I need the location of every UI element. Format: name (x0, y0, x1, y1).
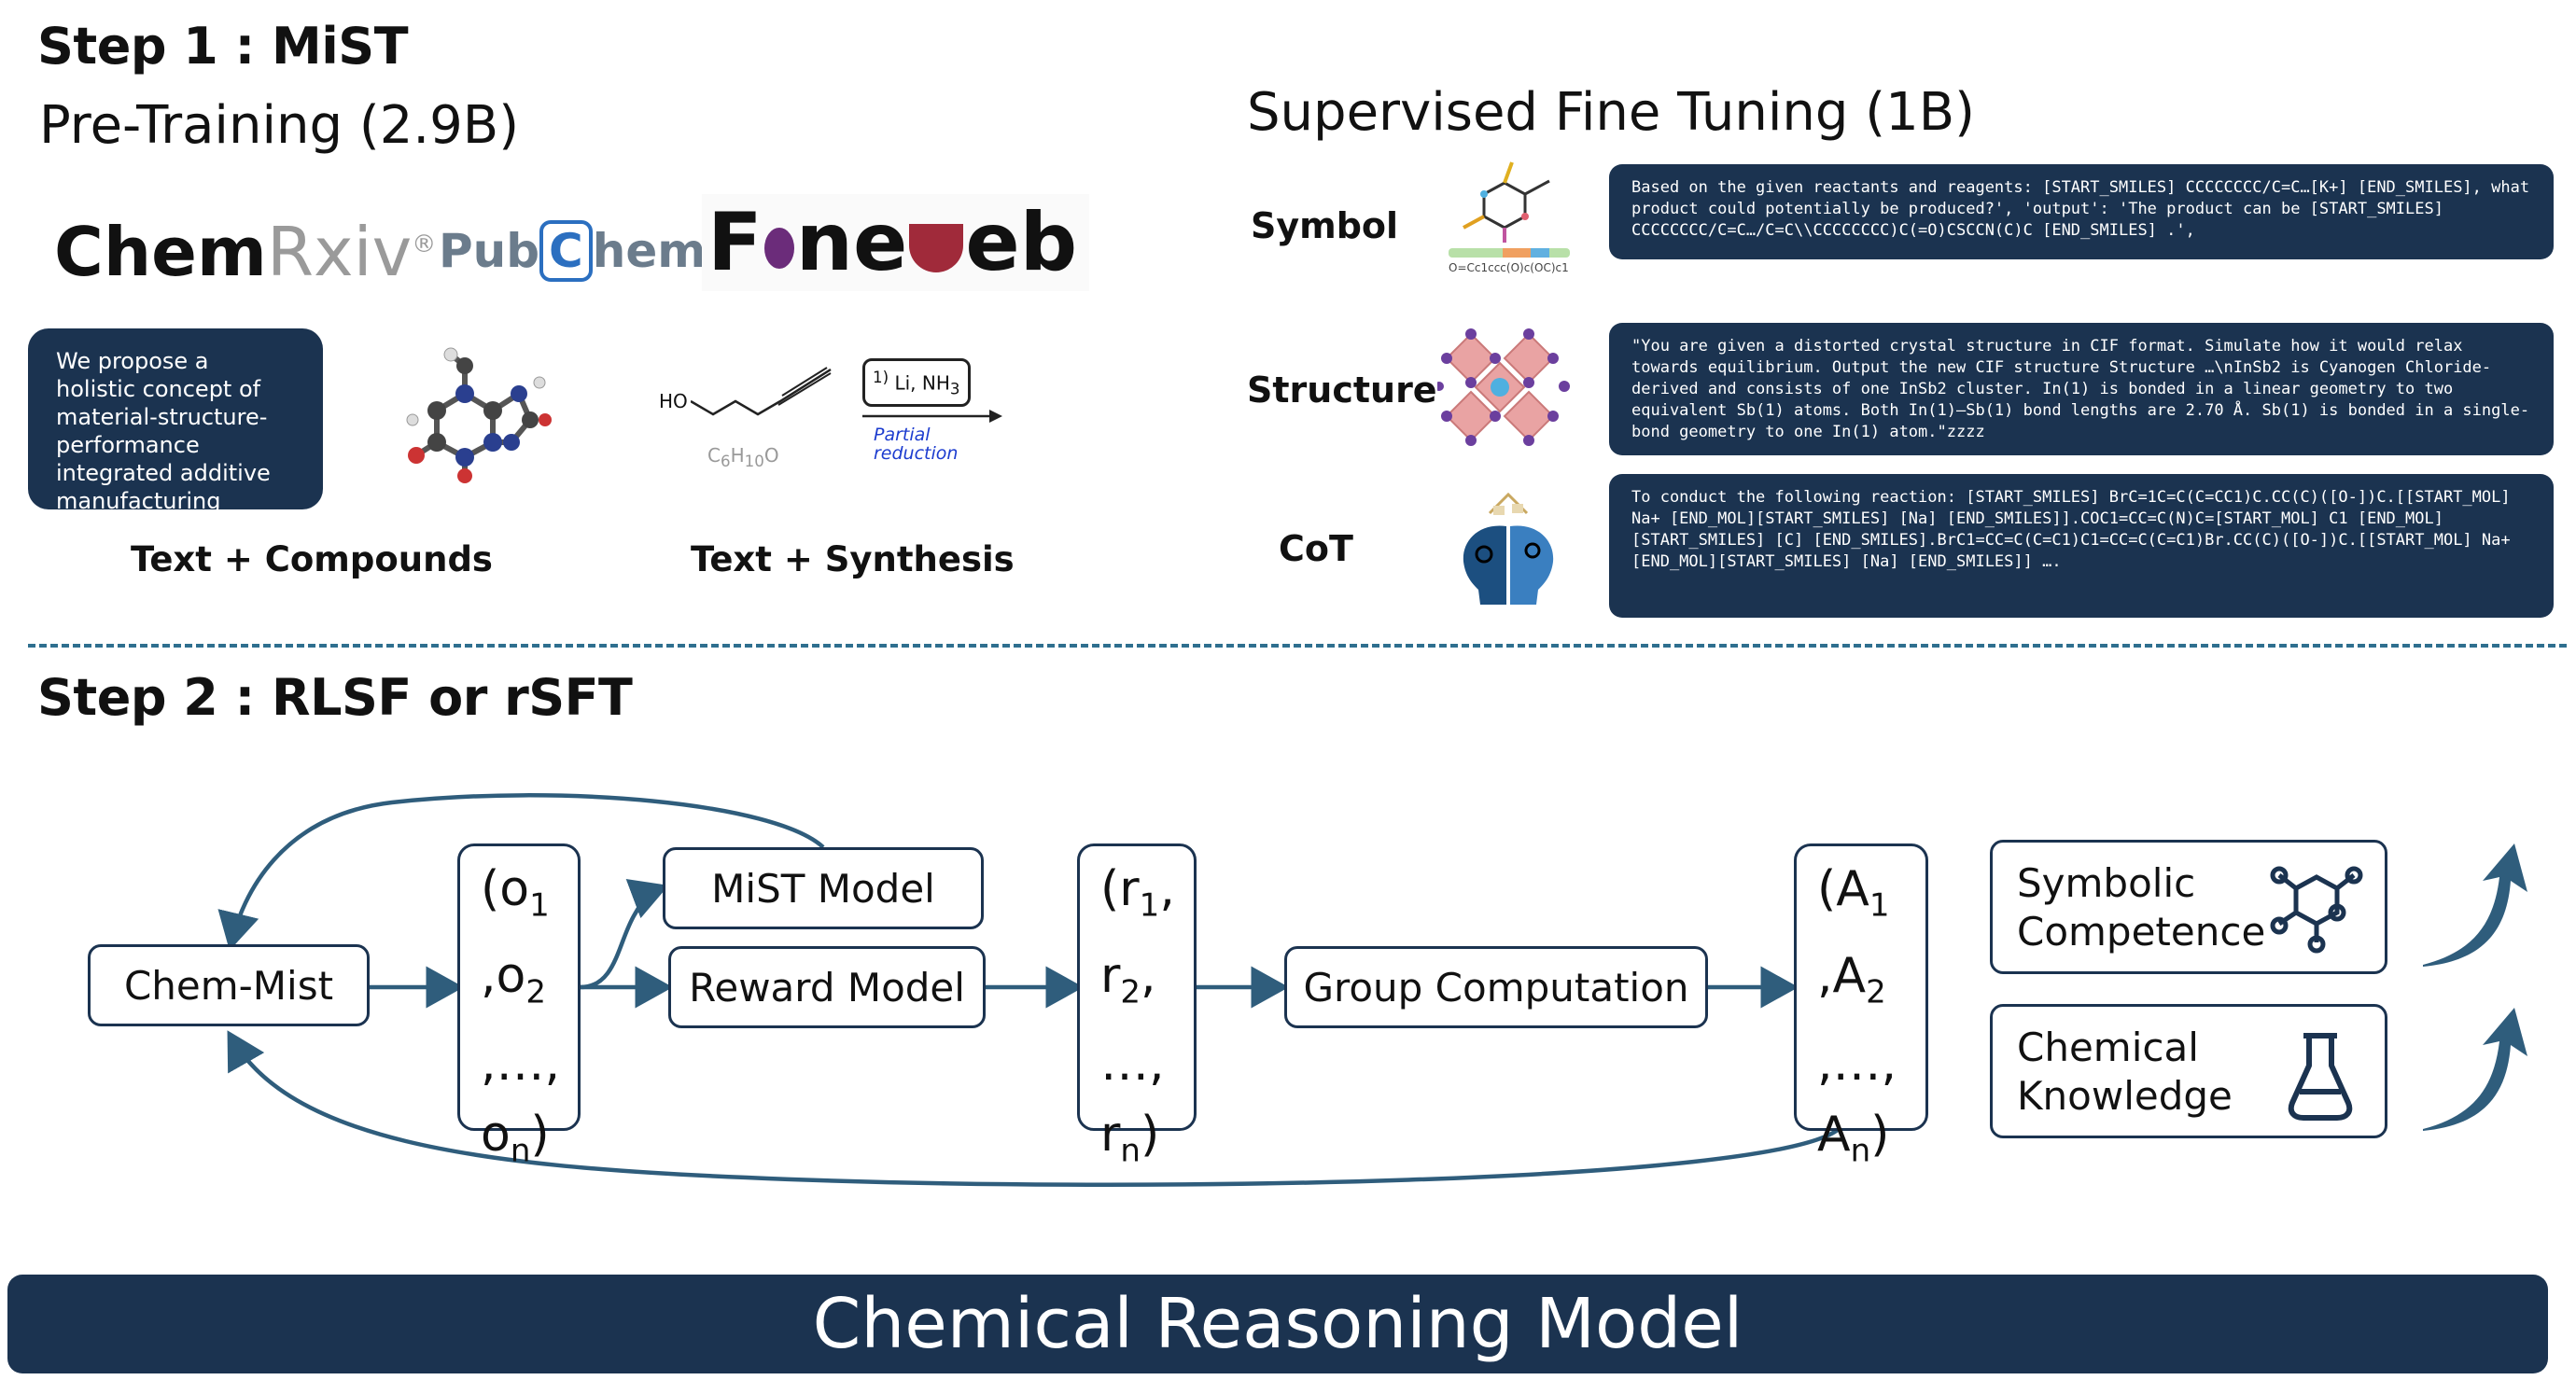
outputs-o-node: (o1 ,o2 ,…, on) (457, 843, 581, 1169)
symbol-molecule-icon (1449, 161, 1570, 258)
section-divider (28, 644, 2567, 648)
rewards-r-node: (r1, r2, …, rn) (1077, 843, 1197, 1169)
sft-symbol-text: Based on the given reactants and reagent… (1609, 164, 2554, 259)
network-icon (2270, 866, 2363, 954)
reagent-box: 1) Li, NH3 (862, 358, 971, 407)
pretraining-title: Pre-Training (2.9B) (39, 95, 520, 156)
mist-model-node: MiST Model (663, 847, 984, 929)
chemrxiv-logo: ChemRxiv® (54, 213, 437, 291)
advantages-a-node: (A1 ,A2 ,…, An) (1794, 843, 1928, 1169)
step1-title: Step 1 : MiST (37, 17, 409, 76)
formula-label: C6H10O (707, 444, 779, 470)
caption-synthesis: Text + Synthesis (691, 539, 1015, 579)
sft-title: Supervised Fine Tuning (1B) (1247, 82, 1976, 143)
sft-cot-text: To conduct the following reaction: [STAR… (1609, 474, 2554, 618)
group-computation-node: Group Computation (1284, 946, 1708, 1028)
flask-icon (2288, 1033, 2353, 1121)
sft-label-cot: CoT (1279, 528, 1353, 569)
crystal-structure-icon (1437, 328, 1570, 446)
sft-label-structure: Structure (1247, 369, 1437, 411)
symbol-smiles: O=Cc1ccc(O)c(OC)c1 (1449, 261, 1569, 274)
reward-model-node: Reward Model (668, 946, 986, 1028)
molecule-icon (406, 347, 552, 483)
chemical-reasoning-model-banner: Chemical Reasoning Model (7, 1275, 2548, 1373)
wine-glass-icon (909, 223, 964, 272)
flow-arrows (217, 793, 1841, 1187)
up-arrow-icon-2 (2423, 1008, 2527, 1131)
ho-label: HO (659, 390, 688, 412)
up-arrow-icon-1 (2423, 843, 2527, 967)
chem-mist-node: Chem-Mist (88, 944, 370, 1026)
intro-note: We propose a holistic concept of materia… (28, 328, 323, 514)
reaction-arrow (862, 410, 1002, 423)
step2-title: Step 2 : RLSF or rSFT (37, 668, 633, 727)
alkyne-chain (691, 367, 832, 416)
caption-compounds: Text + Compounds (131, 539, 493, 579)
cot-heads-icon (1463, 492, 1554, 605)
grape-icon (763, 227, 794, 269)
sft-label-symbol: Symbol (1251, 205, 1399, 246)
sft-structure-text: "You are given a distorted crystal struc… (1609, 323, 2554, 455)
